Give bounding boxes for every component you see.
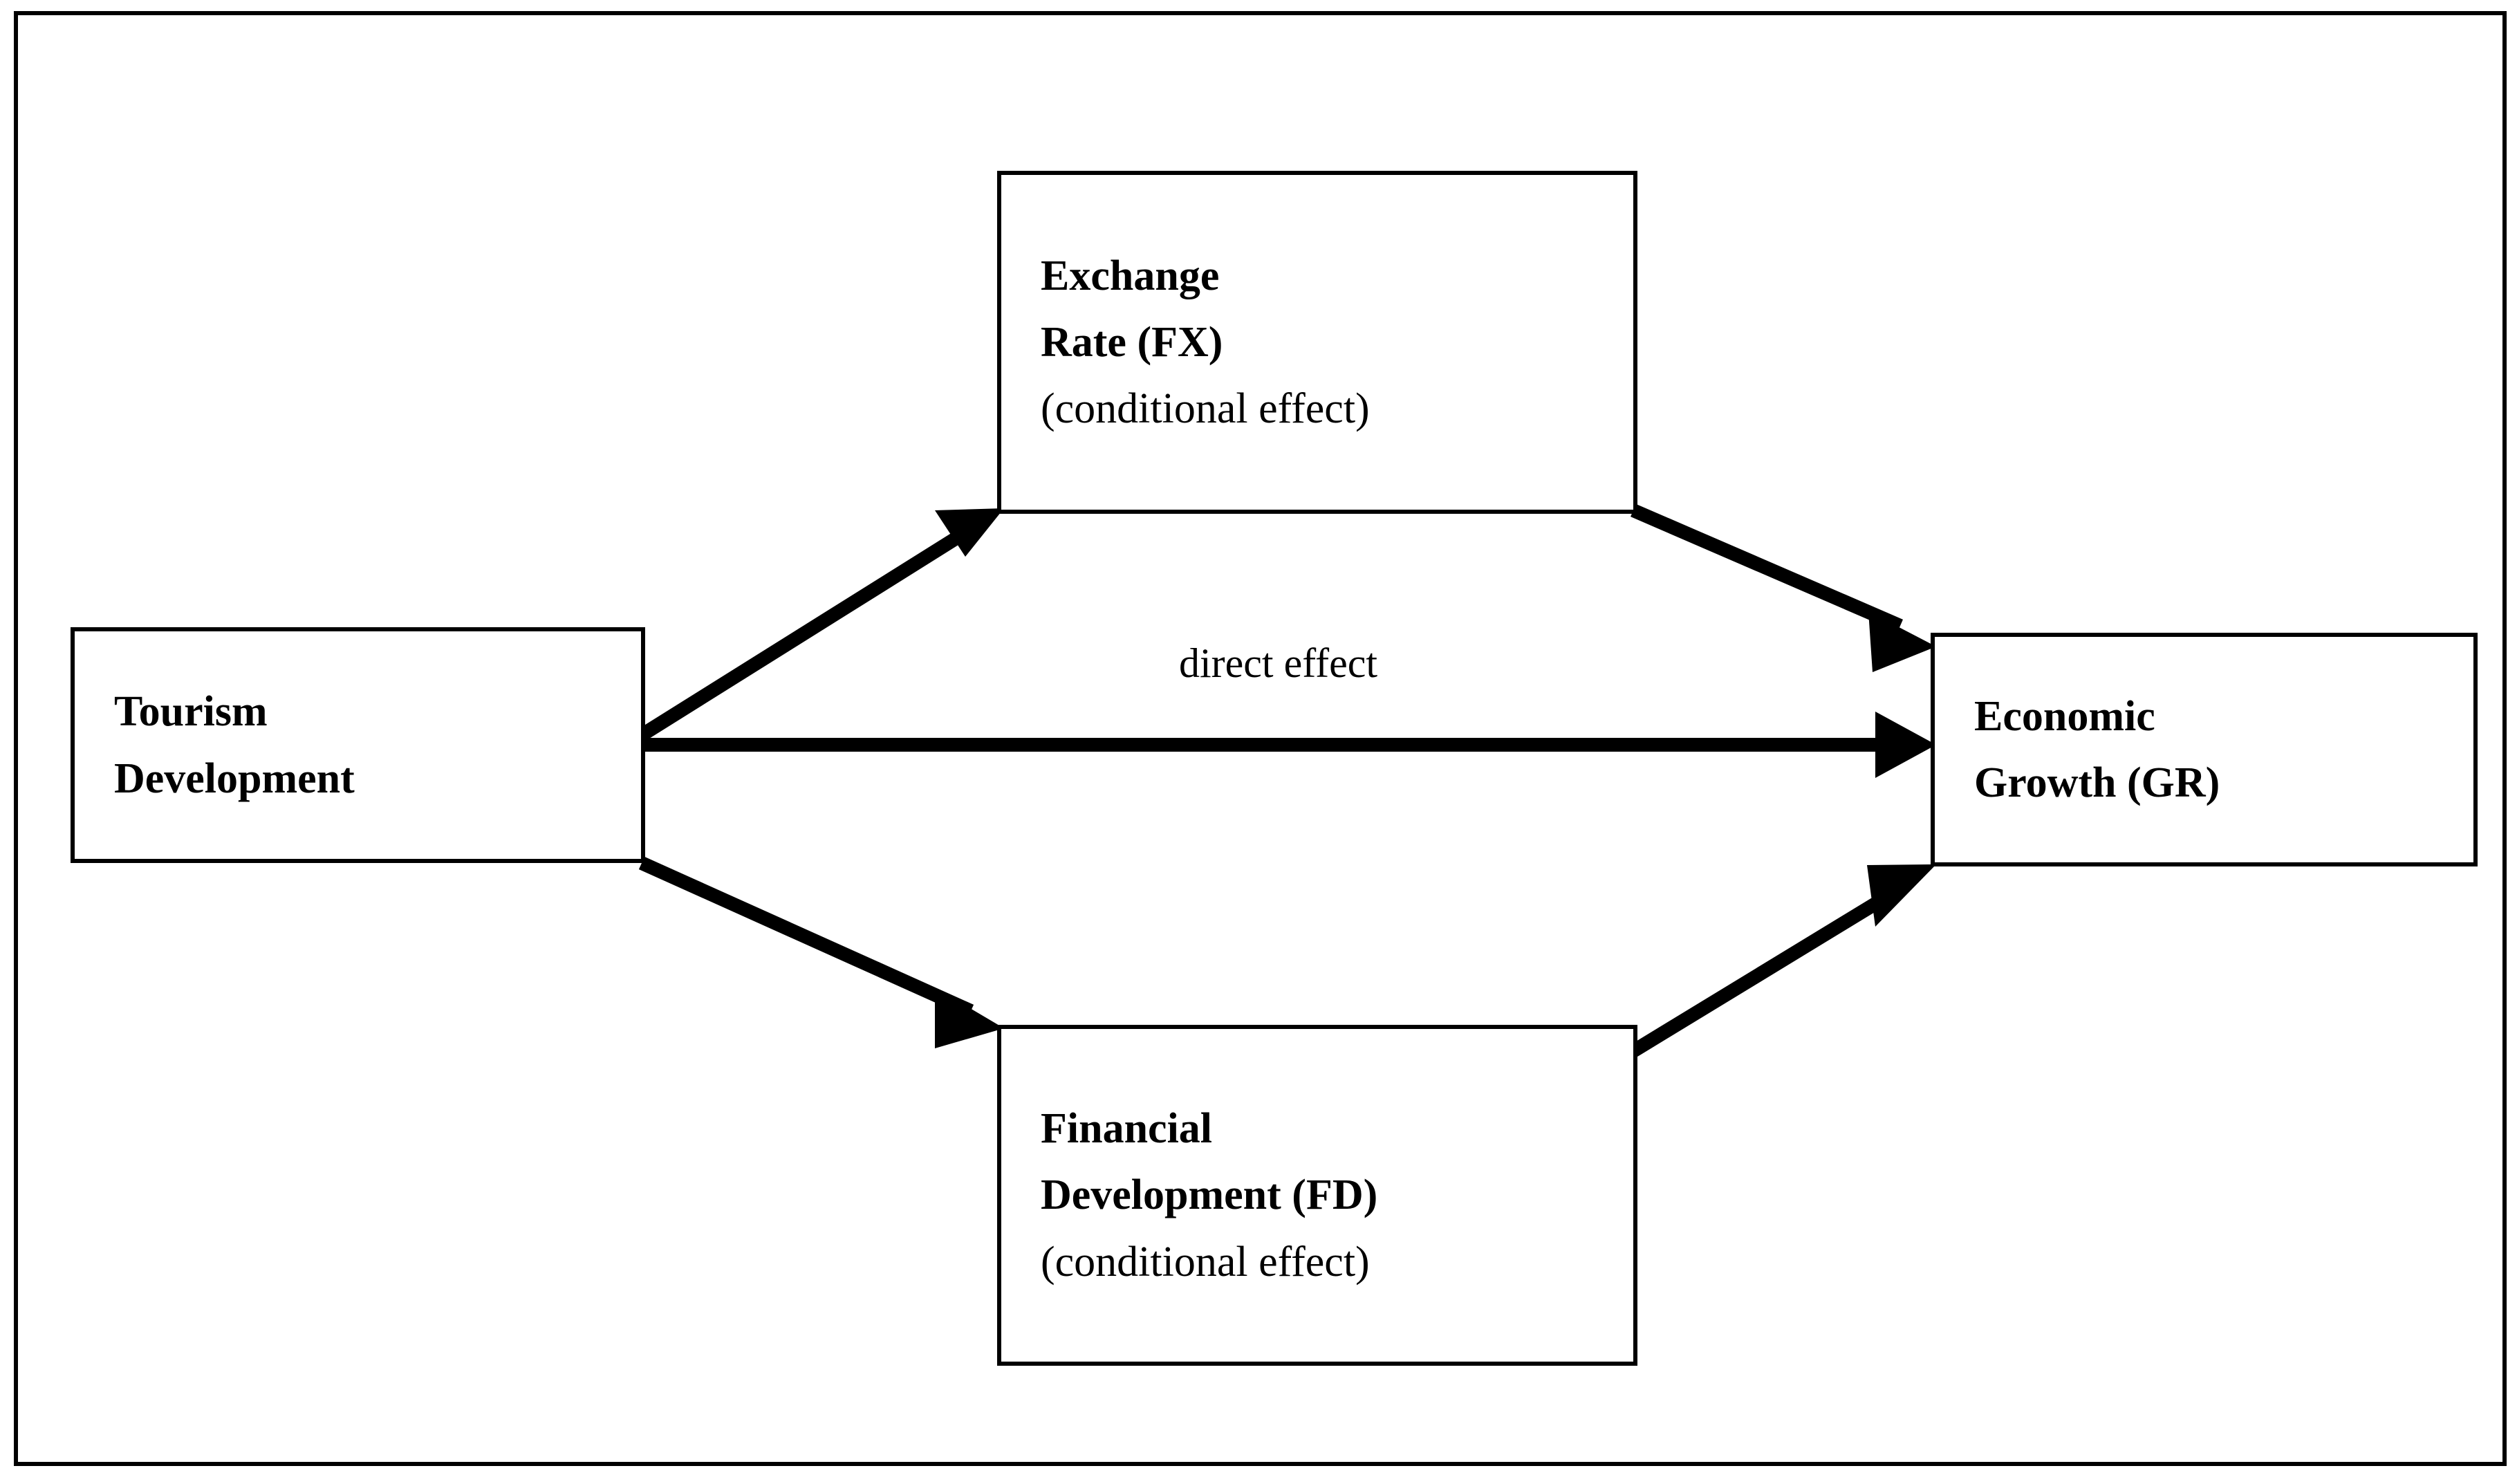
tourism-to-financial-development-arrowhead [935,987,1004,1048]
tourism-to-exchange-rate-shaft [638,523,975,741]
tourism-to-exchange-rate-arrow [638,508,1004,741]
direct-effect-arrow [642,712,1936,778]
exchange-rate-to-growth-arrow [1631,503,1936,672]
node-box-tourism-development[interactable] [71,627,645,863]
node-box-economic-growth[interactable] [1931,633,2478,866]
tourism-to-exchange-rate-arrowhead [935,508,1004,557]
financial-development-to-growth-arrowhead [1867,864,1936,927]
outer-border [14,11,2507,1466]
node-box-exchange-rate[interactable] [997,171,1637,514]
financial-development-to-growth-arrow [1629,864,1936,1057]
direct-effect-label: direct effect [1179,640,1378,686]
node-box-financial-development[interactable] [997,1025,1637,1366]
exchange-rate-to-growth-arrowhead [1868,611,1936,672]
tourism-to-financial-development-shaft [638,856,974,1018]
direct-effect-arrowhead [1875,712,1936,778]
financial-development-to-growth-shaft [1629,882,1904,1057]
exchange-rate-to-growth-shaft [1631,503,1903,633]
tourism-to-financial-development-arrow [638,856,1004,1048]
